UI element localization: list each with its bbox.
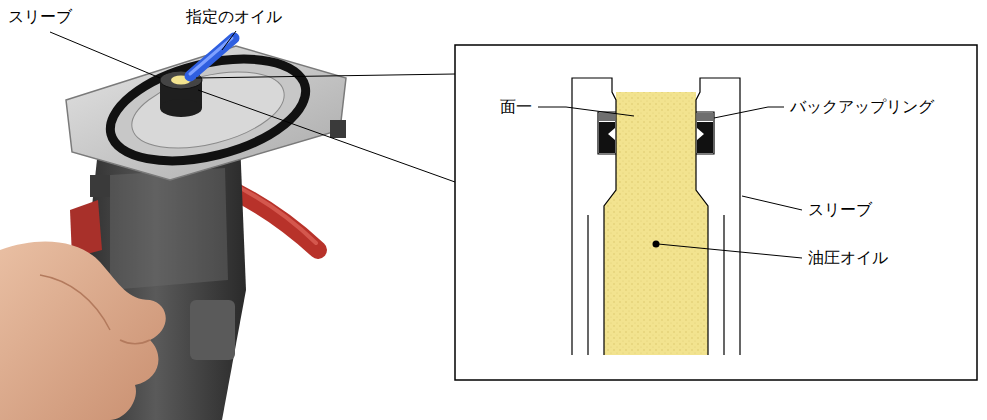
sleeve-section [572,78,740,355]
part-label: スリーブ [808,200,872,220]
tool-photo [0,38,346,420]
leader-lines [50,31,455,182]
detail-frame [455,45,977,380]
part-label: 指定のオイル [186,7,282,27]
part-label: バックアップリング [790,97,934,117]
leader-dot [653,241,660,248]
leader-lines [538,107,802,258]
part-label: スリーブ [8,7,72,27]
part-label: 面一 [500,97,532,117]
part-label: 油圧オイル [808,248,888,268]
